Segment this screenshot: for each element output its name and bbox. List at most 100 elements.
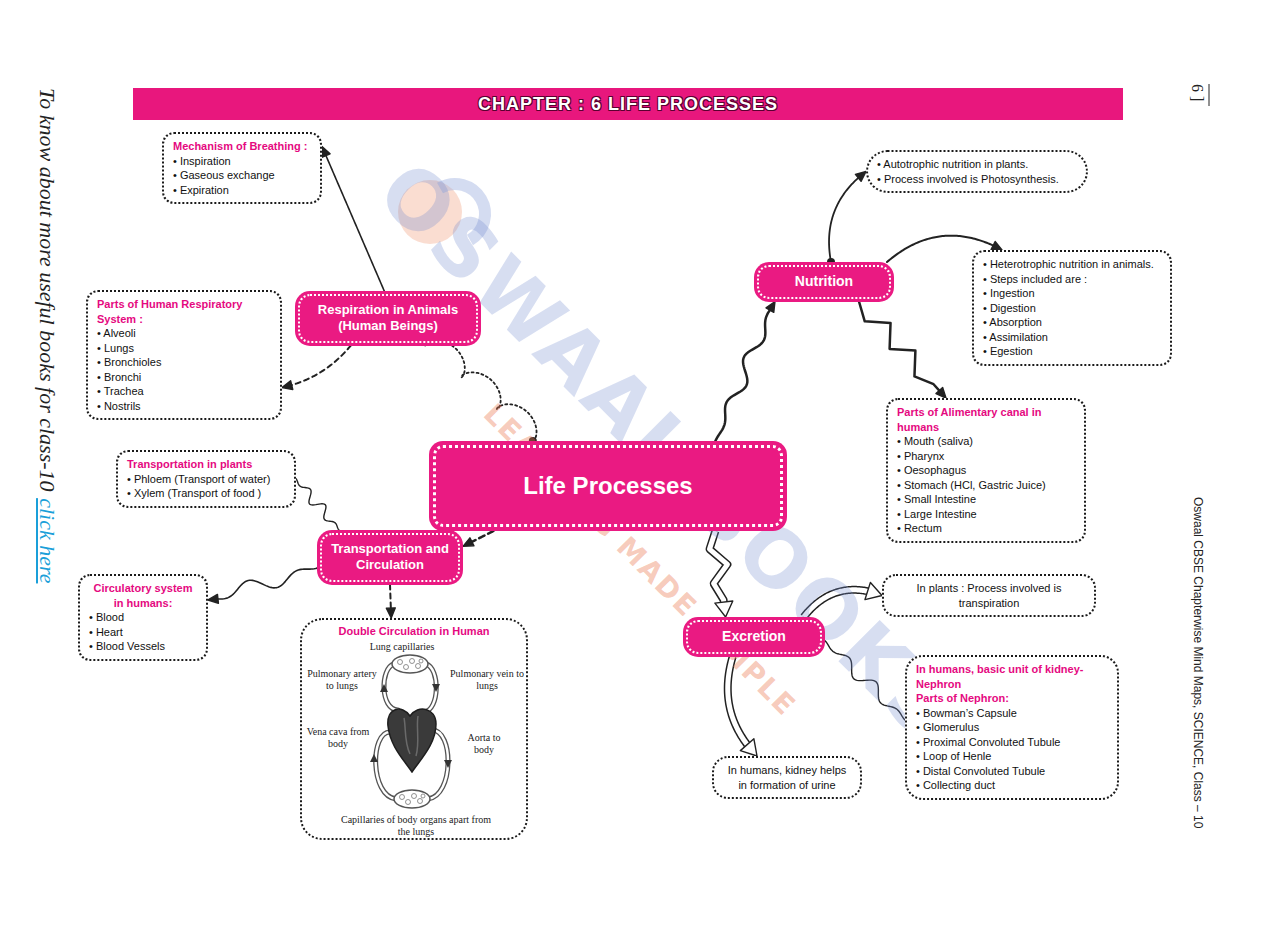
list-item: • Oesophagus [897, 463, 1075, 478]
list-item: • Ingestion [983, 286, 1161, 301]
connector [827, 172, 866, 266]
connector [463, 531, 493, 546]
arrow-head [208, 594, 218, 603]
list-item: • Rectum [897, 521, 1075, 536]
arrow-head [766, 302, 775, 313]
list-item: • Alveoli [97, 326, 271, 341]
title-band: CHAPTER : 6 LIFE PROCESSES [133, 88, 1123, 120]
box-heading: Parts of Alimentary canal in humans [897, 405, 1075, 434]
connector-line [715, 309, 770, 441]
box-heading: Circulatory system in humans: [89, 581, 197, 610]
side-note: To know about more useful books for clas… [35, 88, 60, 492]
topic-label: Transportation and Circulation [330, 541, 450, 574]
list-item: • Nostrils [97, 399, 271, 414]
list-item: • Xylem (Transport of food ) [127, 486, 285, 501]
diagram-label: Capillaries of body organs apart from th… [340, 814, 492, 838]
list-item: • Phloem (Transport of water) [127, 472, 285, 487]
list-item: • Bowman’s Capsule [916, 706, 1108, 721]
connector-line [217, 568, 317, 599]
arrow-head [322, 146, 330, 157]
list-item: • Proximal Convoluted Tubule [916, 735, 1108, 750]
list-item: • Assimilation [983, 330, 1161, 345]
list-item: In plants : Process involved is transpir… [893, 581, 1085, 610]
list-item: • Blood Vessels [89, 639, 197, 654]
connector [208, 568, 317, 603]
diagram-label: Pulmonary artery to lungs [304, 668, 380, 692]
topic-pill: Respiration in Animals (Human Beings) [298, 294, 478, 343]
connector [715, 302, 775, 442]
list-item: • Digestion [983, 301, 1161, 316]
page-rule [1209, 84, 1210, 106]
topic-label: Nutrition [767, 273, 881, 291]
connector-line [829, 177, 859, 262]
info-box: Transportation in plants• Phloem (Transp… [116, 450, 296, 508]
box-heading: Mechanism of Breathing : [173, 139, 311, 154]
arrow-head [936, 388, 946, 398]
info-box: Mechanism of Breathing :• Inspiration• G… [162, 132, 322, 204]
info-box: Circulatory system in humans:• Blood• He… [78, 574, 208, 661]
info-box: • Autotrophic nutrition in plants.• Proc… [866, 150, 1088, 193]
diagram-label: Vena cava from body [306, 726, 370, 750]
info-box: • Heterotrophic nutrition in animals.• S… [972, 250, 1172, 366]
list-item: • Egestion [983, 344, 1161, 359]
connector [296, 479, 339, 530]
list-item: • Expiration [173, 183, 311, 198]
box-heading: Double Circulation in Human [308, 624, 520, 639]
arrow-head [463, 538, 474, 547]
list-item: • Steps included are : [983, 272, 1161, 287]
list-item: • Absorption [983, 315, 1161, 330]
list-item: • Lungs [97, 341, 271, 356]
list-item: • Heterotrophic nutrition in animals. [983, 257, 1161, 272]
info-box: In plants : Process involved is transpir… [882, 574, 1096, 617]
link-text: click here [35, 498, 60, 583]
diagram-label: Pulmonary vein to lungs [448, 668, 526, 692]
connector [386, 585, 395, 619]
info-box: In humans, kidney helps in formation of … [712, 756, 862, 799]
list-item: • Gaseous exchange [173, 168, 311, 183]
topic-pill: Nutrition [757, 265, 891, 299]
list-item: • Stomach (HCl, Gastric Juice) [897, 478, 1075, 493]
box-heading: Transportation in plants [127, 457, 285, 472]
list-item: • Blood [89, 610, 197, 625]
list-item: • Bronchi [97, 370, 271, 385]
side-note: Oswaal CBSE Chapterwise Mind Maps, SCIEN… [1190, 497, 1204, 828]
info-box: Double Circulation in HumanLung capillar… [300, 618, 528, 840]
list-item: • Inspiration [173, 154, 311, 169]
info-box: Parts of Alimentary canal in humans• Mou… [886, 398, 1086, 543]
diagram-label: Aorta to body [458, 732, 510, 756]
list-item: • Process involved is Photosynthesis. [877, 172, 1077, 187]
page-number: 6 ] [1188, 84, 1206, 101]
list-item: • Pharynx [897, 449, 1075, 464]
list-item: • Loop of Henle [916, 749, 1108, 764]
connector-line [291, 346, 351, 386]
connector-line [389, 585, 392, 610]
topic-pill: Excretion [686, 620, 822, 654]
list-item: • Heart [89, 625, 197, 640]
list-item: • Small Intestine [897, 492, 1075, 507]
connector [859, 302, 946, 399]
arrow-head [991, 241, 1002, 250]
diagram-label: Lung capillaries [342, 641, 462, 653]
list-item: • Trachea [97, 384, 271, 399]
list-item: • Bronchioles [97, 355, 271, 370]
list-item: • Autotrophic nutrition in plants. [877, 157, 1077, 172]
topic-label: Respiration in Animals (Human Beings) [308, 302, 468, 335]
connector [282, 346, 351, 390]
arrow-head [282, 381, 293, 390]
list-item: • Mouth (saliva) [897, 434, 1075, 449]
topic-label: Life Processes [523, 472, 692, 500]
chapter-title: CHAPTER : 6 LIFE PROCESSES [478, 94, 778, 115]
topic-label: Excretion [696, 628, 812, 646]
arrow-head [855, 172, 866, 182]
list-item: • Glomerulus [916, 720, 1108, 735]
arrow-head [740, 739, 757, 756]
box-heading: Parts of Nephron: [916, 691, 1108, 706]
arrow-head [386, 608, 395, 618]
box-heading: In humans, basic unit of kidney- Nephron [916, 662, 1108, 691]
box-heading: Parts of Human Respiratory System : [97, 297, 271, 326]
side-note: To know about more useful books for clas… [35, 88, 60, 583]
list-item: • Large Intestine [897, 507, 1075, 522]
list-item: • Distal Convoluted Tubule [916, 764, 1108, 779]
connector-line [859, 302, 940, 392]
